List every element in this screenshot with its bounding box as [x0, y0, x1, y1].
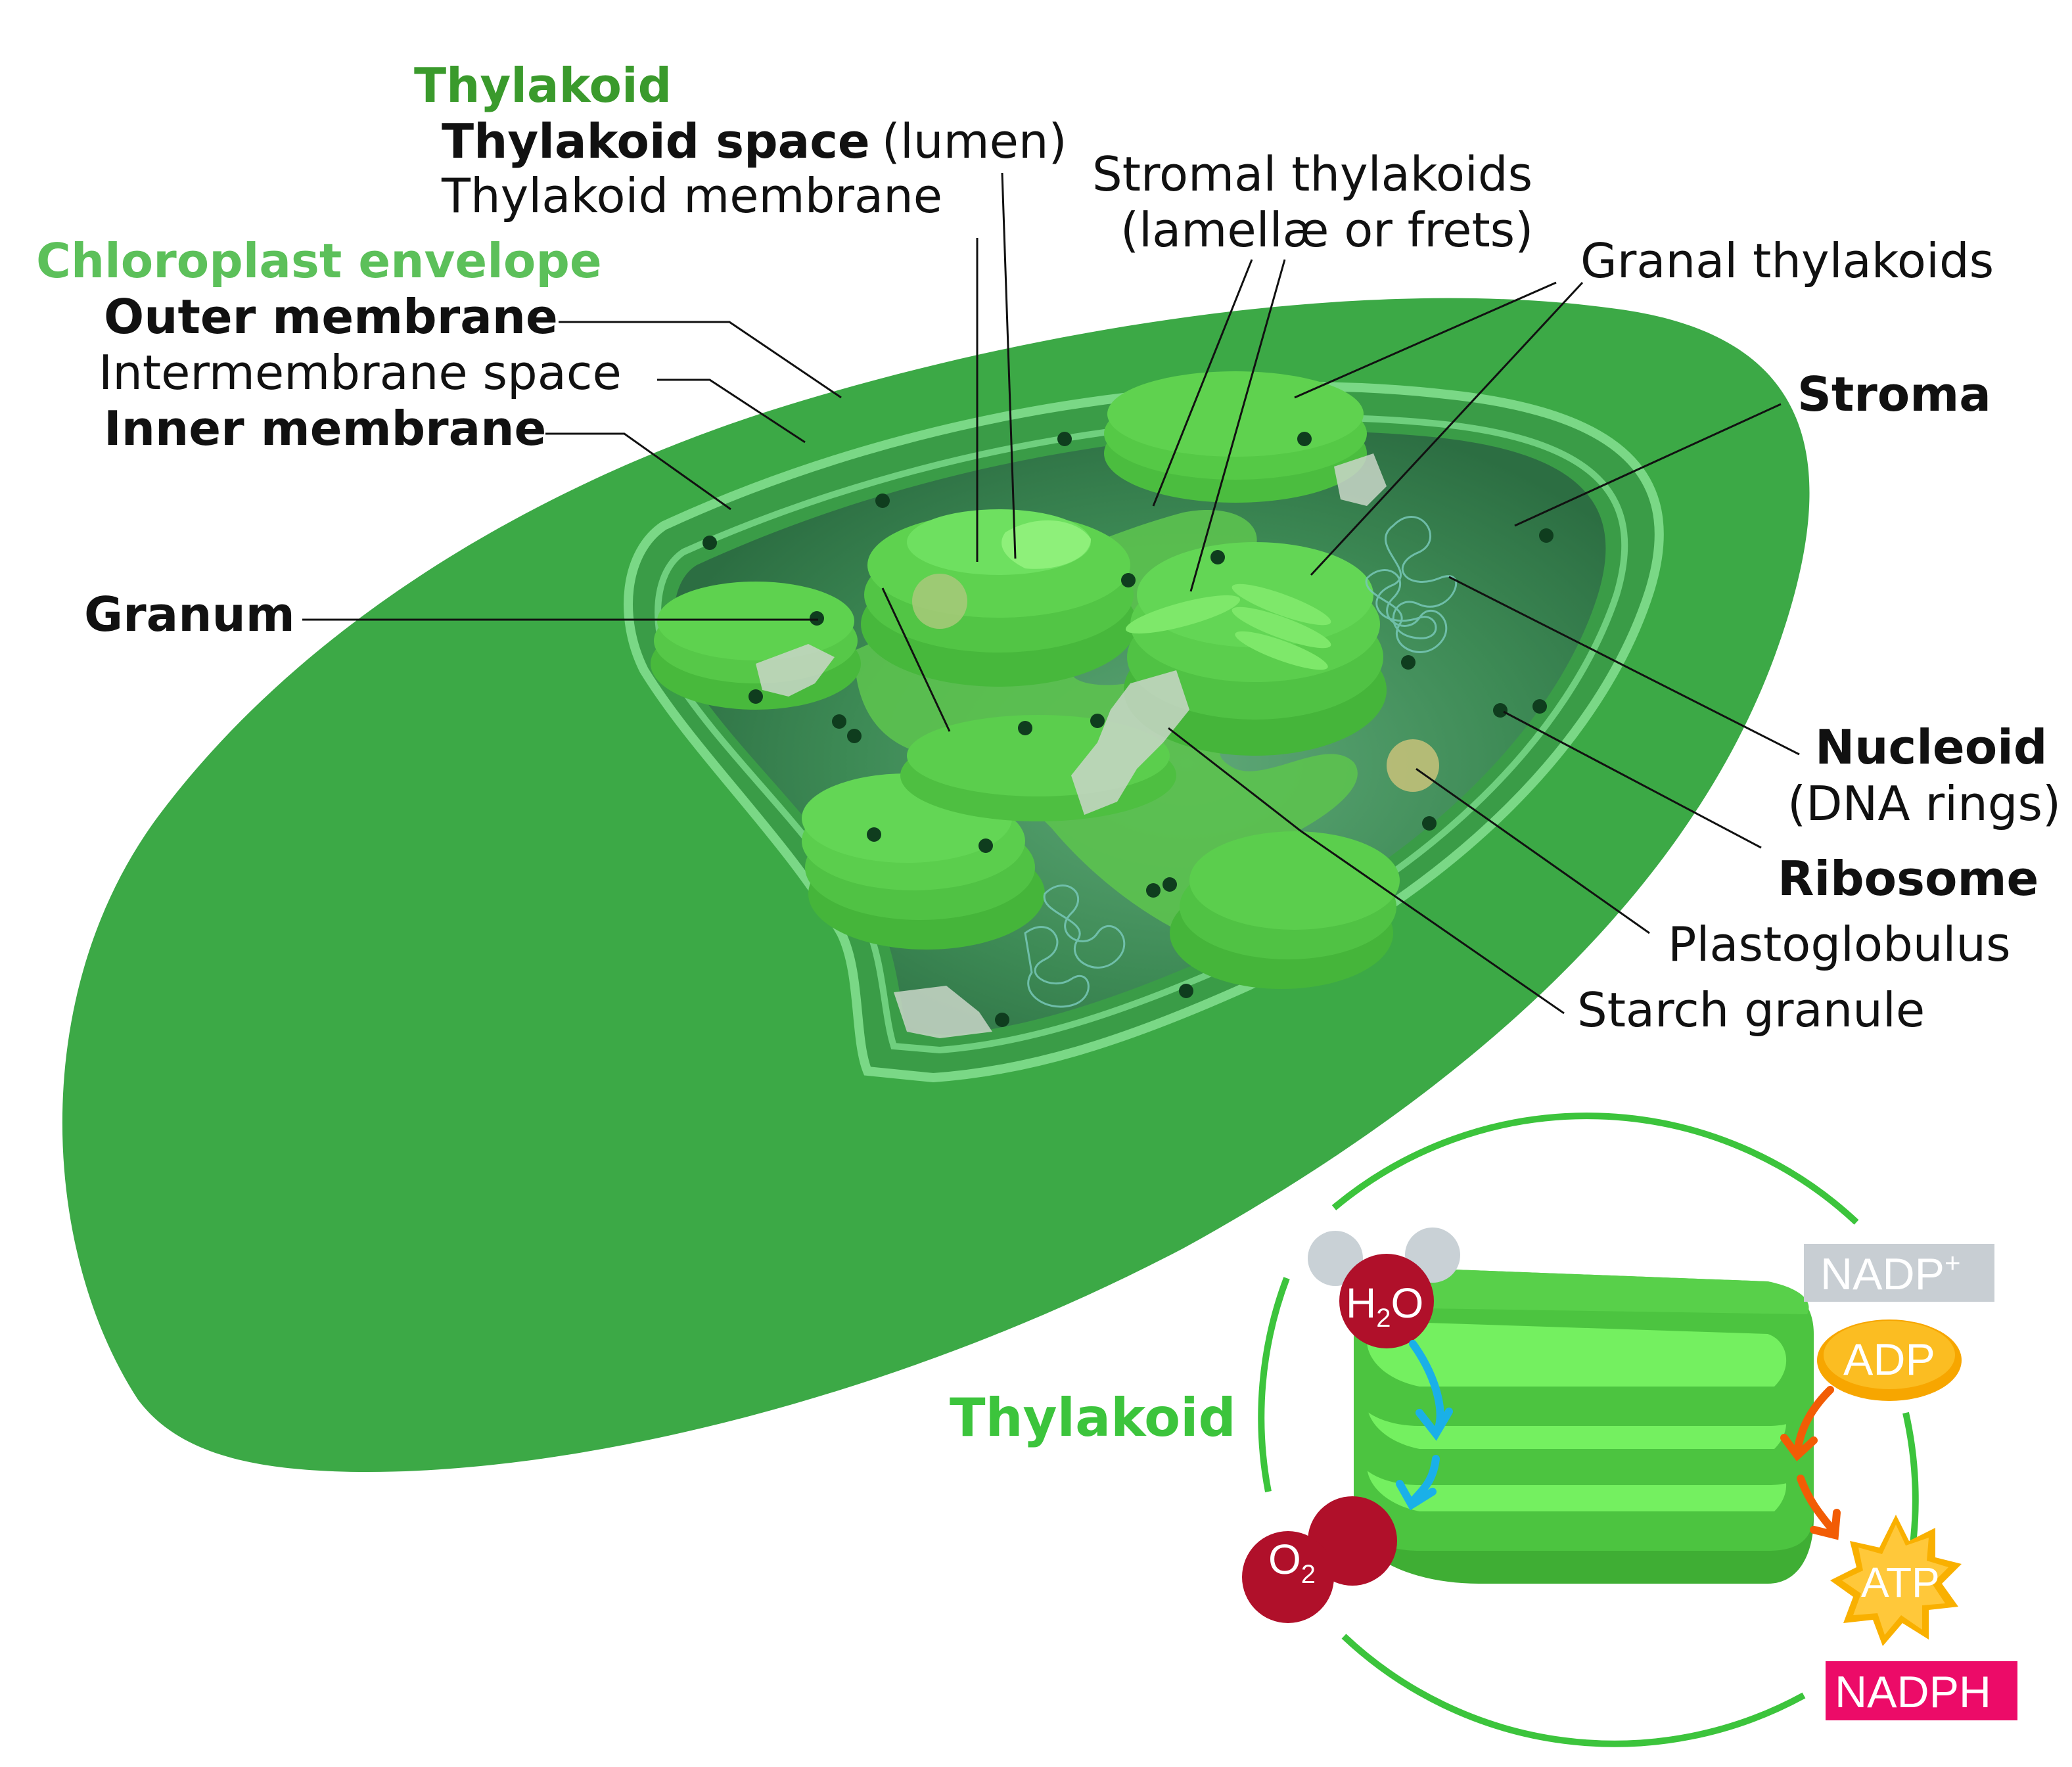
label-stroma: Stroma [1797, 367, 1991, 422]
label-dna-rings: (DNA rings) [1787, 776, 2061, 831]
granum-center [861, 509, 1137, 687]
nucleoid-dna [1024, 516, 1458, 1008]
label-intermembrane-space: Intermembrane space [99, 345, 622, 400]
label-inner-membrane: Inner membrane [104, 401, 546, 456]
chloroplast [62, 298, 1810, 1472]
labels: Thylakoid Thylakoid space(lumen) Thylako… [36, 58, 2061, 1038]
label-granum: Granum [84, 587, 295, 642]
leader-lines [302, 172, 1800, 1015]
label-plastoglobulus: Plastoglobulus [1668, 917, 2011, 972]
water-molecule: H2O [1308, 1228, 1460, 1348]
o2-label: O2 [1268, 1536, 1316, 1589]
inset-title: Thylakoid [950, 1387, 1236, 1448]
atp-badge: ATP [1830, 1515, 1962, 1646]
inset-ring [1258, 1113, 1919, 1747]
label-granal-thylakoids: Granal thylakoids [1580, 233, 1994, 288]
label-thylakoid-space: Thylakoid space(lumen) [442, 114, 1067, 169]
label-thylakoid-heading: Thylakoid [414, 58, 672, 113]
water-to-oxygen-arrow [1396, 1340, 1453, 1511]
ribosomes [702, 432, 1554, 1027]
plastoglobulus-2 [912, 574, 967, 629]
atp-label: ATP [1861, 1559, 1940, 1606]
label-stromal-thylakoids: Stromal thylakoids [1092, 147, 1532, 202]
label-outer-membrane: Outer membrane [104, 289, 558, 344]
starch-granules [756, 453, 1387, 1038]
thylakoid-inset: Thylakoid H2O [950, 1113, 2017, 1747]
label-starch-granule: Starch granule [1577, 982, 1925, 1038]
oxygen-molecule: O2 [1242, 1496, 1397, 1623]
nadp-plus-label: NADP+ [1820, 1247, 1960, 1299]
adp-badge: ADP [1817, 1320, 1962, 1401]
label-lamellae: (lamellæ or frets) [1120, 202, 1533, 258]
nadp-plus-badge: NADP+ [1804, 1244, 1994, 1302]
nadph-badge: NADPH [1826, 1661, 2017, 1720]
stromal-thylakoid-slices [1125, 584, 1331, 670]
label-nucleoid: Nucleoid [1815, 720, 2047, 775]
h2o-label: H2O [1346, 1279, 1423, 1333]
label-chloroplast-envelope: Chloroplast envelope [36, 233, 602, 288]
nadph-label: NADPH [1835, 1667, 1991, 1717]
granum-lower-right [1170, 831, 1400, 989]
thylakoid-lumen-cutaway [1001, 520, 1091, 569]
adp-to-atp-arrow [1780, 1386, 1841, 1540]
granum-lower-left [802, 773, 1045, 950]
label-ribosome: Ribosome [1778, 851, 2038, 906]
label-thylakoid-membrane: Thylakoid membrane [441, 168, 942, 223]
inset-thylakoid-stack [1354, 1268, 1814, 1584]
adp-label: ADP [1843, 1335, 1935, 1385]
plastoglobulus [1387, 739, 1439, 792]
